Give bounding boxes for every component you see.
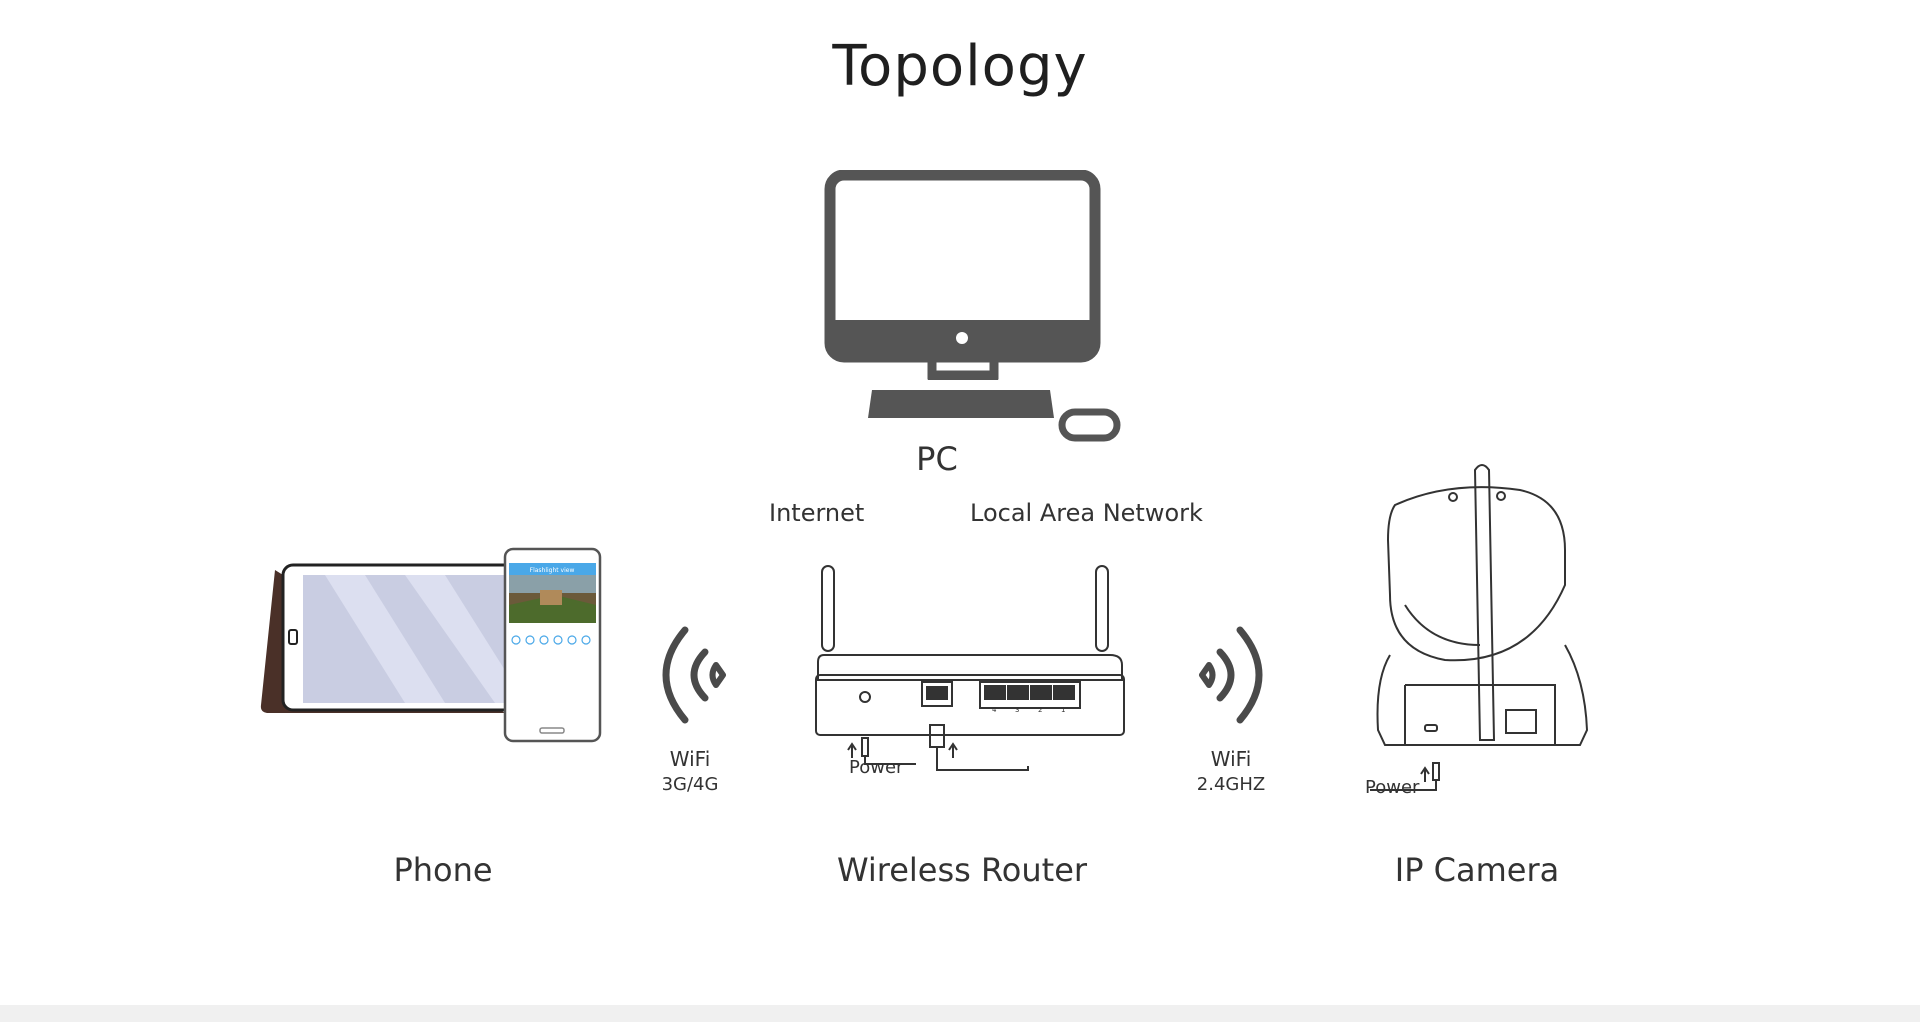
router-port-number: 3 (1015, 706, 1019, 714)
router-power-label: Power (849, 757, 904, 778)
router-port-number: 1 (1061, 706, 1065, 714)
wifi-left-sub-label: 3G/4G (661, 774, 719, 795)
wifi-signal-right-icon (1199, 626, 1263, 724)
camera-power-label: Power (1365, 777, 1420, 798)
router-image: 4 3 2 1 (815, 565, 1125, 771)
pc-icon (824, 170, 1121, 442)
phone-label: Phone (393, 851, 493, 889)
router-label: Wireless Router (836, 851, 1088, 889)
page-title: Topology (832, 34, 1088, 99)
internet-label: Internet (769, 499, 865, 527)
wifi-right-sub-label: 2.4GHZ (1196, 774, 1266, 795)
app-header-text: Flashlight view (530, 567, 575, 574)
lan-label: Local Area Network (970, 499, 1203, 527)
wifi-signal-left-icon (662, 626, 726, 724)
router-port-number: 2 (1038, 706, 1042, 714)
pc-label: PC (916, 440, 958, 478)
ip-camera-image (1370, 464, 1589, 791)
wifi-left-label: WiFi (669, 747, 711, 771)
page-footer-bar (0, 1005, 1920, 1022)
router-port-number: 4 (992, 706, 997, 714)
wifi-right-label: WiFi (1210, 747, 1252, 771)
phone-tablet-image: Flashlight view (260, 547, 602, 743)
camera-label: IP Camera (1394, 851, 1560, 889)
